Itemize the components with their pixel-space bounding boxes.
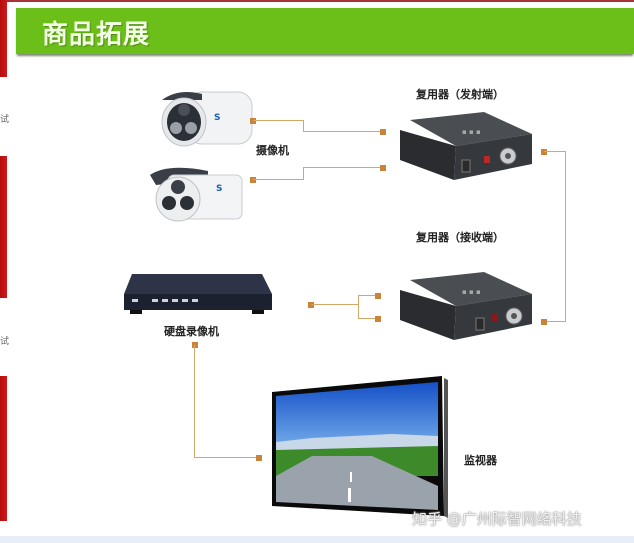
wire (253, 120, 304, 121)
connector-node (250, 177, 256, 183)
connector-node (380, 165, 386, 171)
wire (358, 295, 359, 319)
monitor-label: 监视器 (464, 454, 497, 467)
connector-node (256, 455, 262, 461)
camera-icon: S (161, 91, 253, 147)
connector-node (375, 293, 381, 299)
watermark: 知乎 @广州际智网络科技 (412, 510, 582, 528)
wire (303, 120, 304, 132)
side-text-2: 试 (0, 337, 10, 347)
transmitter-label: 复用器（发射端） (416, 88, 504, 101)
wire (358, 318, 378, 319)
camera-label: 摄像机 (256, 144, 289, 157)
multiplexer-receiver-icon: ▪ ▪ ▪ (400, 272, 532, 340)
monitor-icon (272, 376, 448, 518)
side-product-thumb-1 (0, 0, 7, 77)
section-banner: 商品拓展 (16, 8, 634, 54)
connector-node (250, 118, 256, 124)
svg-text:S: S (214, 113, 220, 123)
connector-node (192, 342, 198, 348)
wire (303, 167, 383, 168)
wire (565, 151, 566, 322)
svg-text:S: S (216, 184, 222, 194)
connector-node (308, 302, 314, 308)
wire (303, 131, 383, 132)
section-title: 商品拓展 (42, 20, 151, 50)
side-product-thumb-2 (0, 156, 7, 298)
connector-node (380, 129, 386, 135)
svg-text:▪ ▪ ▪: ▪ ▪ ▪ (462, 288, 481, 296)
dvr-label: 硬盘录像机 (164, 325, 219, 338)
wire (311, 304, 359, 305)
camera-icon: S (150, 167, 243, 222)
multiplexer-transmitter-icon: ▪ ▪ ▪ (400, 112, 532, 180)
top-border (0, 0, 634, 2)
connector-node (541, 149, 547, 155)
wire (194, 457, 258, 458)
connector-node (541, 319, 547, 325)
receiver-label: 复用器（接收端） (416, 231, 504, 244)
wire (303, 167, 304, 180)
wire (358, 295, 378, 296)
bottom-bar (0, 536, 634, 543)
dvr-icon (124, 274, 272, 314)
wire (194, 345, 195, 458)
side-text-1: 试 (0, 115, 10, 125)
wire (544, 321, 566, 322)
side-product-thumb-3 (0, 376, 7, 521)
wire (544, 151, 566, 152)
wire (253, 179, 304, 180)
svg-text:▪ ▪ ▪: ▪ ▪ ▪ (462, 128, 481, 136)
connector-node (375, 316, 381, 322)
